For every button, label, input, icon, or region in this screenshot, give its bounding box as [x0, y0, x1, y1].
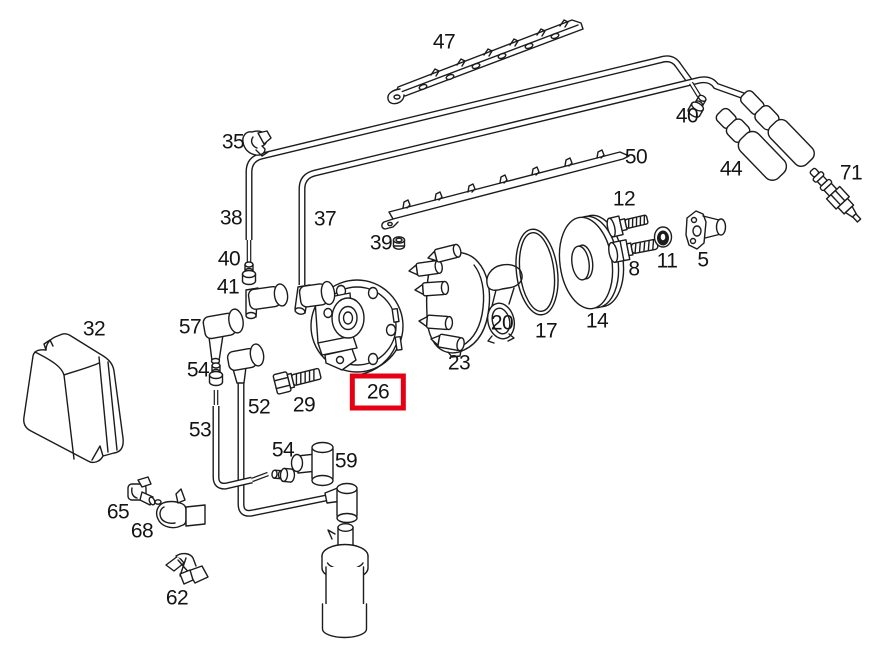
part-47-cable-rail [387, 19, 584, 105]
part-65-clamp [127, 476, 156, 506]
part-label-26[interactable]: 26 [349, 373, 407, 411]
part-label-54-upper[interactable]: 54 [186, 358, 210, 382]
part-label-38[interactable]: 38 [219, 206, 243, 230]
part-50-clip-rail [381, 149, 630, 230]
part-label-29[interactable]: 29 [292, 393, 316, 417]
part-5-flange [685, 210, 727, 250]
part-label-5[interactable]: 5 [697, 248, 709, 272]
part-label-23[interactable]: 23 [447, 351, 471, 375]
part-14-protection-disc [558, 214, 625, 310]
part-label-50[interactable]: 50 [624, 145, 648, 169]
part-37-elbow-boot [294, 280, 336, 315]
part-11-washer [653, 226, 673, 248]
part-label-11[interactable]: 11 [656, 249, 678, 273]
part-26-distributor[interactable] [310, 279, 404, 375]
part-44-plug-connector [715, 107, 788, 181]
part-71-spark-plug [809, 167, 862, 223]
part-32-cover [23, 333, 124, 464]
plug-connector-sleeve [739, 90, 815, 167]
part-label-71[interactable]: 71 [839, 161, 863, 185]
part-label-54-lower[interactable]: 54 [271, 438, 295, 462]
ignition-cable-harness [245, 55, 746, 285]
part-label-59[interactable]: 59 [334, 449, 358, 473]
part-8-bolt [608, 238, 659, 264]
part-35-cable-clip [242, 130, 272, 157]
part-54-connector-lower [271, 467, 296, 483]
coil-elbow-connector [324, 482, 358, 524]
part-40-connector-right [687, 94, 707, 118]
part-label-44[interactable]: 44 [719, 157, 743, 181]
part-29-bolt [272, 367, 322, 395]
ignition-coil [321, 523, 369, 639]
part-label-12[interactable]: 12 [612, 187, 636, 211]
part-20-rotor [486, 263, 523, 344]
part-label-20[interactable]: 20 [490, 311, 514, 335]
part-39-nut [392, 236, 406, 250]
part-62-clip [165, 552, 209, 585]
part-label-41[interactable]: 41 [216, 275, 240, 299]
part-label-52[interactable]: 52 [247, 395, 271, 419]
part-label-40-left[interactable]: 40 [217, 247, 241, 271]
part-label-8[interactable]: 8 [628, 257, 640, 281]
part-label-47[interactable]: 47 [432, 30, 456, 54]
part-label-53[interactable]: 53 [188, 418, 212, 442]
part-label-17[interactable]: 17 [534, 319, 558, 343]
part-52-elbow-boot [226, 343, 265, 384]
part-41-elbow-connector [245, 283, 289, 320]
part-label-39[interactable]: 39 [369, 231, 393, 255]
part-label-57[interactable]: 57 [178, 315, 202, 339]
part-68-clamp [154, 488, 206, 529]
part-23-distributor-cap [408, 243, 491, 358]
part-label-62[interactable]: 62 [165, 586, 189, 610]
part-label-68[interactable]: 68 [130, 519, 154, 543]
part-label-32[interactable]: 32 [82, 317, 106, 341]
part-40-connector-left [241, 261, 257, 286]
part-label-14[interactable]: 14 [585, 309, 609, 333]
part-59-elbow-connector [290, 441, 334, 487]
part-17-seal-ring [515, 228, 559, 316]
part-label-40-right[interactable]: 40 [675, 104, 699, 128]
part-54-connector-upper [208, 362, 224, 387]
part-label-65[interactable]: 65 [106, 500, 130, 524]
part-57-elbow-boot [202, 308, 244, 365]
part-label-37[interactable]: 37 [313, 207, 337, 231]
part-12-bolt [606, 214, 649, 238]
coil-cables [212, 382, 327, 517]
part-label-35[interactable]: 35 [221, 130, 245, 154]
